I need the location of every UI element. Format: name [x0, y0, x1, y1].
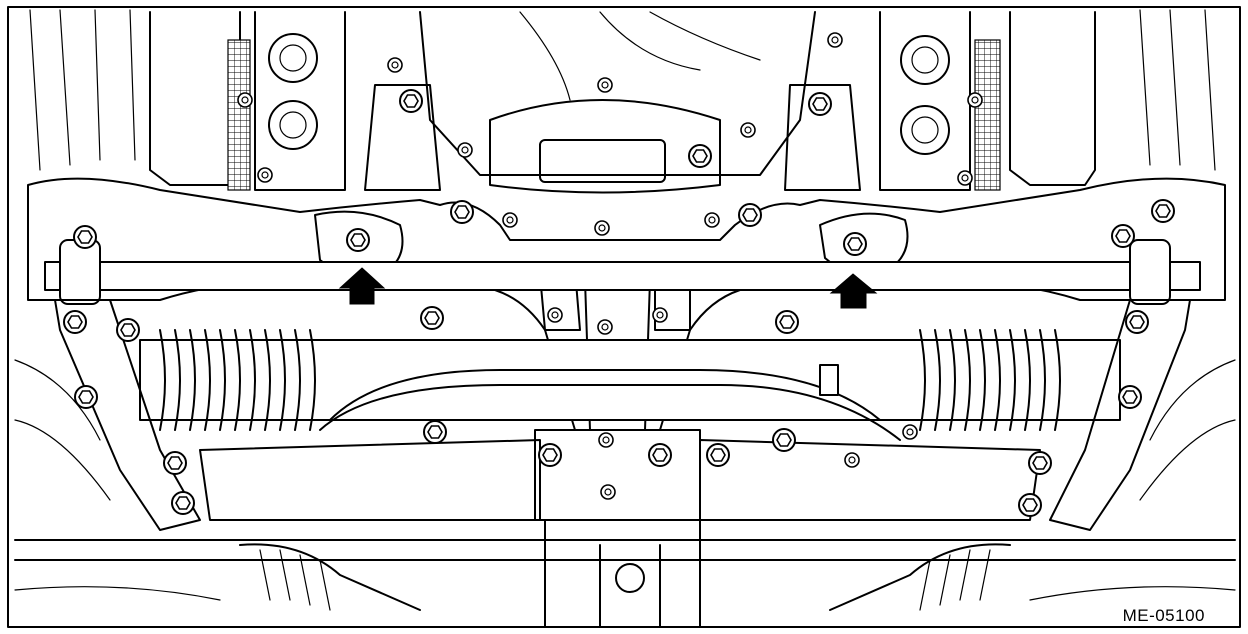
- steering-gearbox: [139, 329, 1121, 441]
- engine-block-upper: [29, 9, 1216, 194]
- frame-border: [7, 6, 1241, 628]
- stabilizer-bushing-left: [59, 239, 101, 305]
- up-arrow-icon: [338, 267, 386, 305]
- up-arrow-icon: [829, 273, 878, 309]
- lower-section: [14, 429, 1236, 628]
- stabilizer-bar: [44, 261, 1201, 291]
- stabilizer-bushing-right: [1129, 239, 1171, 305]
- figure-reference-code: ME-05100: [1119, 606, 1208, 626]
